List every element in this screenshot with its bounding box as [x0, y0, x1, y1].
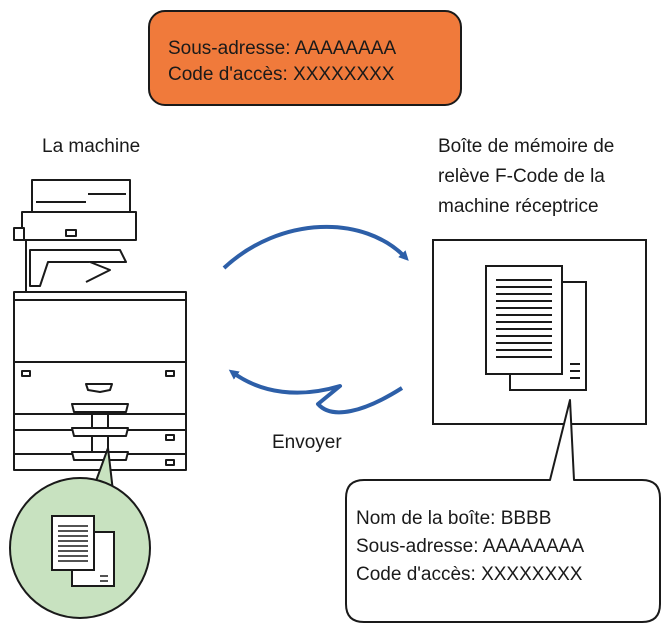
printer-icon [13, 179, 187, 471]
bottom-callout-line-1: Nom de la boîte: BBBB [356, 508, 552, 529]
send-label: Envoyer [272, 432, 342, 453]
top-callout-box [148, 10, 462, 106]
arrow-right-icon [222, 224, 409, 270]
documents-icon [51, 515, 115, 587]
receiver-label-line-3: machine réceptrice [438, 196, 599, 217]
arrow-left-icon [228, 369, 404, 415]
bottom-callout-line-2: Sous-adresse: AAAAAAAA [356, 536, 585, 557]
bottom-callout-line-3: Code d'accès: XXXXXXXX [356, 564, 583, 585]
receiver-label-line-2: relève F-Code de la [438, 166, 605, 187]
machine-label: La machine [42, 136, 141, 157]
receiver-documents-icon [485, 265, 587, 391]
top-callout-line-2: Code d'accès: XXXXXXXX [168, 64, 395, 85]
receiver-label-line-1: Boîte de mémoire de [438, 136, 615, 157]
top-callout-line-1: Sous-adresse: AAAAAAAA [168, 38, 397, 59]
bottom-callout-box [345, 399, 661, 623]
